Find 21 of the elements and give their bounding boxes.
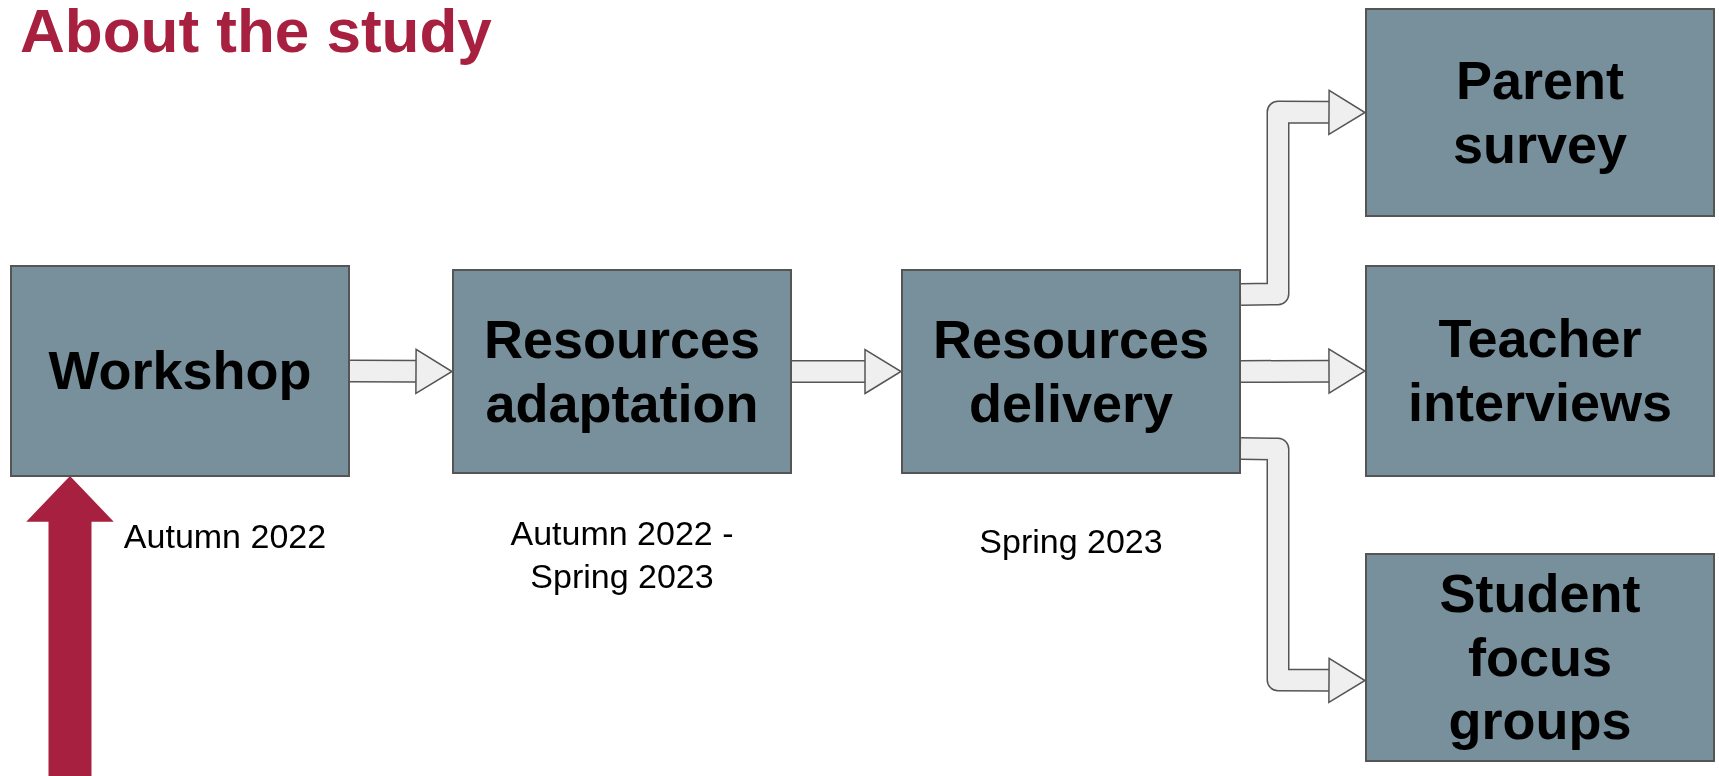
node-label: Workshop <box>48 339 312 403</box>
date-caption: Autumn 2022 <box>122 516 328 557</box>
process-box <box>10 265 350 477</box>
block-arrow <box>1240 437 1367 704</box>
node-label: Teacher interviews <box>1406 307 1674 434</box>
process-box <box>1365 265 1715 477</box>
block-arrow <box>792 348 903 395</box>
node-label: Resources delivery <box>931 307 1211 435</box>
date-caption: Spring 2023 <box>978 521 1164 562</box>
date-caption: Autumn 2022 - Spring 2023 <box>509 513 735 597</box>
block-arrow <box>1240 88 1367 306</box>
block-arrow <box>1240 347 1367 395</box>
process-box <box>1365 553 1715 762</box>
node-label: Student focus groups <box>1438 561 1642 753</box>
block-arrow <box>26 475 114 776</box>
process-box <box>901 269 1241 474</box>
node-label: Parent survey <box>1451 48 1629 176</box>
process-box <box>1365 8 1715 217</box>
node-label: Resources adaptation <box>482 307 762 435</box>
process-box <box>452 269 792 474</box>
block-arrow <box>349 347 454 395</box>
